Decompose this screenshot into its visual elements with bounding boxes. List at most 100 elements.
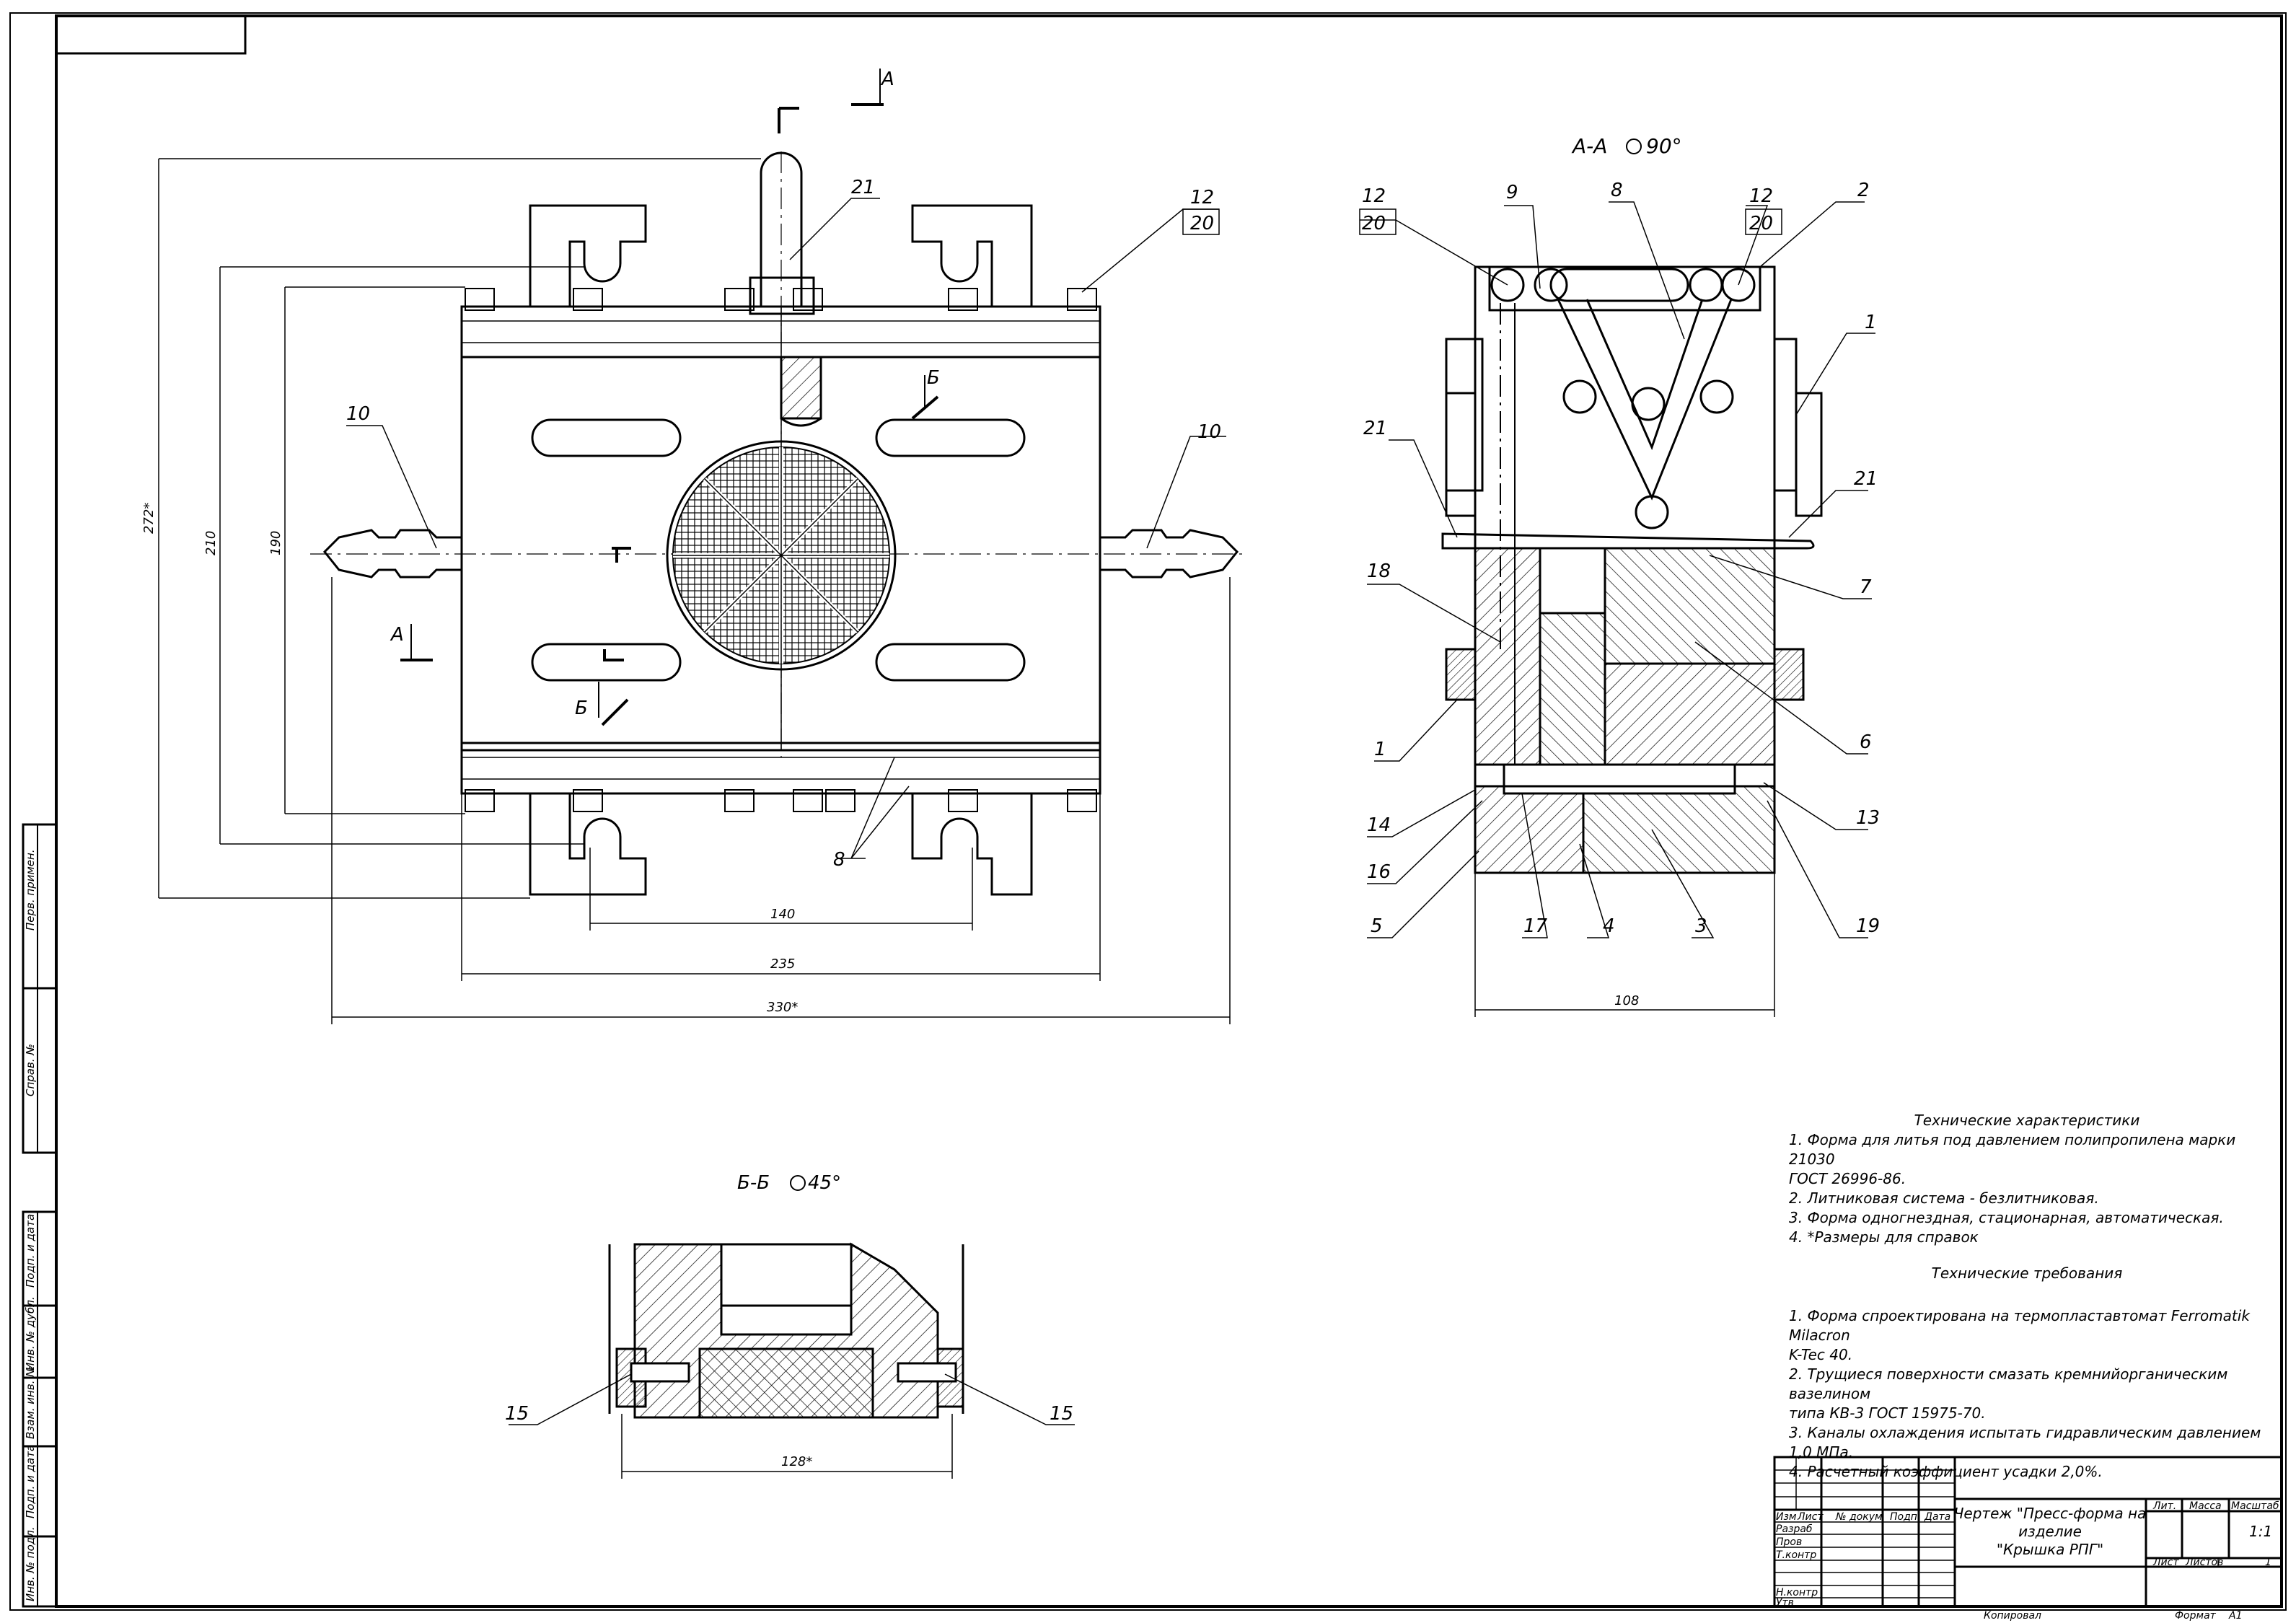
title-line-1: Чертеж "Пресс-форма на (1954, 1505, 2147, 1522)
side-stamp-label: Справ. № (24, 1044, 37, 1096)
callout-16: 16 (1367, 861, 1391, 883)
callout-10-right: 10 (1197, 421, 1221, 443)
tech-req-line: 3. Каналы охлаждения испытать гидравличе… (1789, 1424, 2261, 1461)
role-razrab: Разраб (1776, 1523, 1813, 1535)
section-bb-view (608, 1242, 964, 1419)
dim-210: 210 (203, 531, 219, 555)
callout-21: 21 (851, 177, 875, 198)
cut-label-a-left: А (390, 624, 404, 646)
callout-4: 4 (1603, 915, 1615, 937)
lit-label: Лит. (2152, 1500, 2176, 1512)
cut-label-a-top: А (880, 69, 894, 90)
callout-8: 8 (833, 849, 845, 871)
callout-14: 14 (1367, 814, 1391, 836)
tech-characteristics: Технические характеристики 1. Форма для … (1789, 1111, 2265, 1247)
section-aa-rotation: 90° (1646, 134, 1682, 158)
section-bb-texts: Б-Б 45° 128* 15 15 (505, 1172, 1073, 1469)
title-block-texts: Изм Лист № докум Подп Дата Разраб Пров Т… (1776, 1500, 2279, 1622)
dim-128: 128* (781, 1454, 812, 1469)
tech-char-line: 4. *Размеры для справок (1789, 1228, 1979, 1246)
side-stamp-label: Инв. № подл. (24, 1527, 37, 1601)
callout-18: 18 (1367, 560, 1391, 582)
sheet-label: Лист (2152, 1557, 2179, 1568)
callout-1-bottom: 1 (1374, 739, 1386, 760)
callout-10-left: 10 (346, 403, 370, 425)
callout-5: 5 (1371, 915, 1383, 937)
side-stamp-label: Инв. № дубл. (24, 1296, 37, 1371)
leaders-aa (1359, 201, 1875, 938)
callouts-aa: 12 20 9 8 12 20 2 1 21 21 7 18 6 1 13 14… (1362, 180, 1880, 937)
callout-21-aa-right: 21 (1854, 468, 1878, 490)
tech-req-line: K-Tec 40. (1789, 1346, 1853, 1363)
side-stamp (22, 823, 58, 1608)
tech-req-line: 1. Форма спроектирована на термопластавт… (1789, 1307, 2250, 1344)
role-nkontr: Н.контр (1776, 1587, 1818, 1598)
side-stamp-label: Перв. примен. (24, 849, 37, 931)
section-aa-title: А-А 90° (1571, 134, 1682, 158)
leaders-main (346, 198, 1226, 859)
tech-char-line: 2. Литниковая система - безлитниковая. (1789, 1189, 2099, 1207)
side-stamp-label: Подп. и дата (24, 1214, 37, 1288)
cut-label-b-bottom: Б (575, 698, 588, 719)
callout-13: 13 (1856, 807, 1880, 829)
section-labels-main: А А Б Б (390, 69, 940, 719)
col-header-list: Лист (1797, 1511, 1824, 1523)
role-prov: Пров (1776, 1536, 1802, 1548)
callouts-main: 21 12 20 10 10 8 (346, 177, 1221, 871)
callout-17: 17 (1523, 915, 1548, 937)
callout-8-aa: 8 (1611, 180, 1623, 201)
role-tkontr: Т.контр (1776, 1549, 1816, 1561)
tech-requirements-title: Технические требования (1931, 1264, 2123, 1282)
side-stamp-labels: Перв. примен. Справ. № Подп. и дата Инв.… (24, 849, 37, 1601)
dim-108: 108 (1614, 993, 1639, 1008)
title-line-3: "Крышка РПГ" (1997, 1541, 2103, 1558)
callout-6: 6 (1860, 731, 1872, 753)
copied-label: Копировал (1984, 1610, 2041, 1622)
role-utv: Утв (1776, 1597, 1794, 1609)
side-stamp-label: Взам. инв. № (24, 1365, 37, 1439)
section-bb-label: Б-Б (737, 1172, 770, 1194)
format-value: A1 (2228, 1610, 2242, 1622)
main-view (310, 151, 1248, 896)
dim-272: 272* (141, 503, 157, 534)
callout-1-top: 1 (1865, 312, 1877, 333)
format-label: Формат (2175, 1610, 2217, 1622)
col-header-izm: Изм (1776, 1511, 1797, 1523)
section-aa-view (1441, 265, 1823, 874)
callout-12-aa-left: 12 (1362, 185, 1386, 207)
mass-label: Масса (2189, 1500, 2222, 1512)
dimension-lines-bb (509, 1373, 1075, 1479)
callout-19: 19 (1856, 915, 1880, 937)
sheets-label: Листов (2185, 1557, 2223, 1568)
callout-20-aa-left: 20 (1362, 213, 1386, 234)
tech-characteristics-title: Технические характеристики (1914, 1112, 2140, 1129)
tech-req-line: типа КВ-3 ГОСТ 15975-70. (1789, 1404, 1986, 1422)
callout-7: 7 (1860, 576, 1872, 598)
tech-char-line: 3. Форма одногнездная, стационарная, авт… (1789, 1209, 2224, 1226)
tech-req-line: 4. Расчетный коэффициент усадки 2,0%. (1789, 1463, 2103, 1480)
callout-2: 2 (1857, 180, 1870, 201)
scale-label: Масштаб (2231, 1500, 2279, 1512)
callout-21-aa-left: 21 (1363, 418, 1387, 439)
callout-20-aa-right: 20 (1749, 213, 1773, 234)
section-markers-main (400, 69, 939, 726)
tech-char-line: 1. Форма для литья под давлением полипро… (1789, 1131, 2236, 1168)
sheets-value: 1 (2265, 1557, 2271, 1568)
cut-label-b-top: Б (927, 367, 940, 389)
section-aa-label: А-А (1571, 134, 1607, 158)
dim-190: 190 (268, 531, 283, 555)
dimension-texts-main: 272* 210 190 140 235 330* (141, 503, 798, 1015)
scale-value: 1:1 (2249, 1523, 2272, 1540)
tech-req-line: 2. Трущиеся поверхности смазать кремнийо… (1789, 1365, 2228, 1402)
callout-9: 9 (1506, 182, 1518, 203)
col-header-date: Дата (1924, 1511, 1950, 1523)
title-line-2: изделие (2018, 1523, 2082, 1540)
tech-requirements: Технические требования 1. Форма спроекти… (1789, 1264, 2265, 1482)
col-header-docnum: № докум (1835, 1511, 1883, 1523)
dim-330: 330* (767, 1000, 798, 1015)
cavity-grid (666, 440, 897, 671)
outer-frame (9, 12, 2287, 1611)
callout-15-right: 15 (1050, 1403, 1073, 1425)
dim-140: 140 (770, 907, 795, 922)
